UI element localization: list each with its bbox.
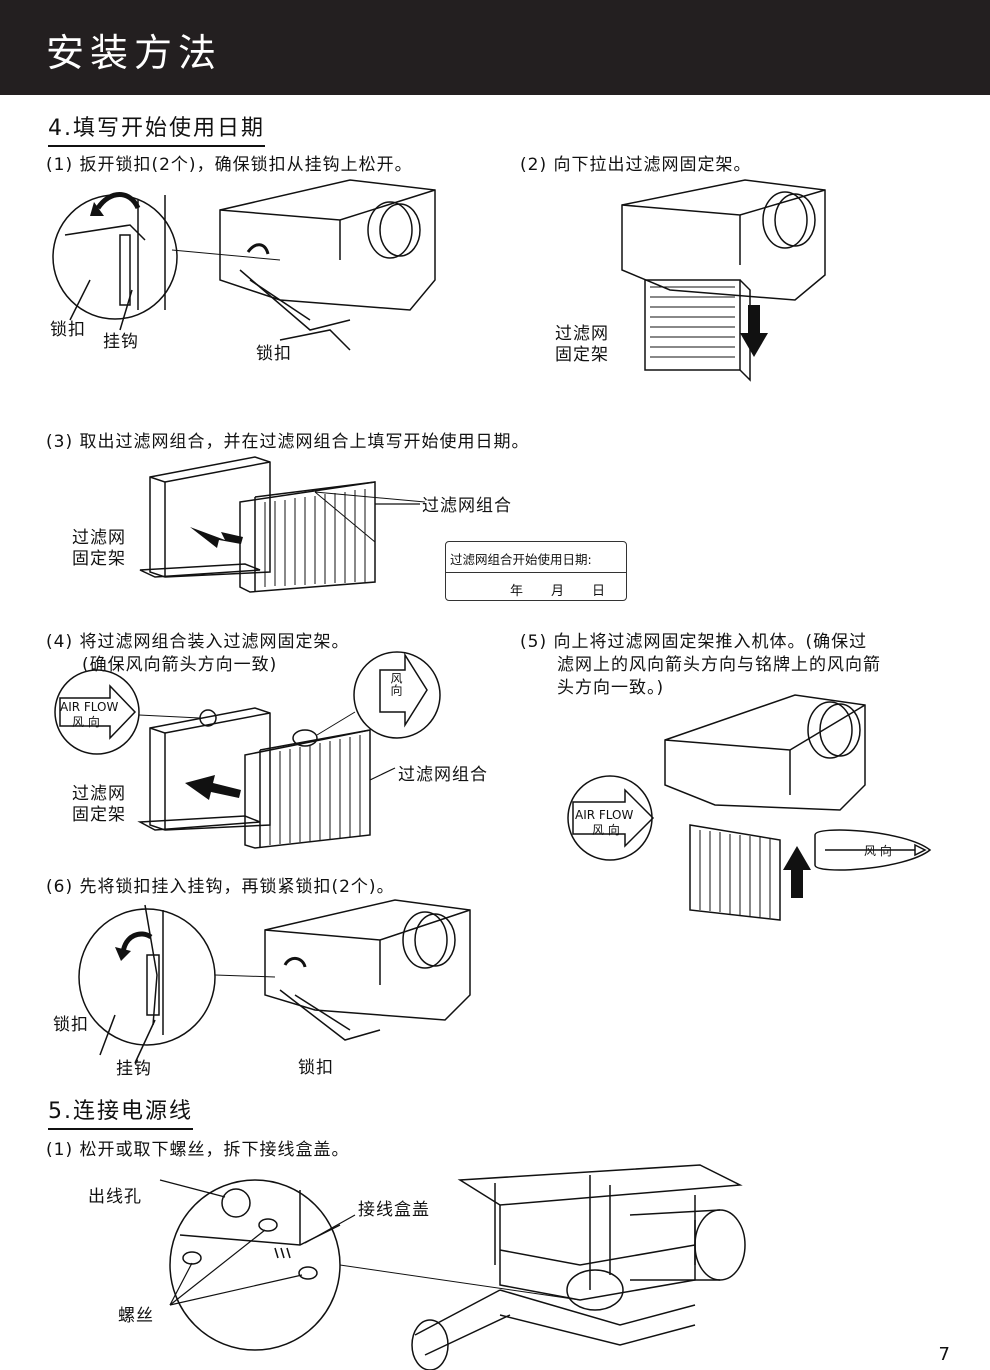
step-5-arrow-cn: 风 向 bbox=[864, 844, 892, 858]
step-5-airflow-cn: 风 向 bbox=[592, 823, 620, 837]
step-3-frame-label-line-1: 过滤网 bbox=[72, 528, 126, 548]
step-3-illustration bbox=[139, 456, 426, 593]
page-title: 安装方法 bbox=[46, 31, 223, 75]
step-5-text-1: (5) 向上将过滤网固定架推入机体。(确保过 bbox=[520, 632, 868, 652]
step-4-airflow-cn: 风 向 bbox=[72, 715, 100, 729]
date-box-header: 过滤网组合开始使用日期: bbox=[446, 542, 626, 573]
section-5-illustration bbox=[159, 1164, 746, 1370]
step-6-hook-label: 挂钩 bbox=[116, 1059, 152, 1079]
step-4-frame-label-line-1: 过滤网 bbox=[72, 784, 126, 804]
step-1-text: (1) 扳开锁扣(2个)，确保锁扣从挂钩上松开。 bbox=[46, 155, 413, 175]
step-3-text: (3) 取出过滤网组合，并在过滤网组合上填写开始使用日期。 bbox=[46, 432, 530, 452]
step-3-frame-label: 过滤网 固定架 bbox=[72, 528, 126, 570]
step-4-airflow-en: AIR FLOW bbox=[60, 700, 119, 714]
step-1-hook-label: 挂钩 bbox=[103, 332, 139, 352]
step-6-text: (6) 先将锁扣挂入挂钩，再锁紧锁扣(2个)。 bbox=[46, 877, 395, 897]
step-5-text-2: 滤网上的风向箭头方向与铭牌上的风向箭 bbox=[557, 655, 881, 675]
step-2-frame-label-line-1: 过滤网 bbox=[555, 324, 609, 344]
date-month-label: 月 bbox=[551, 584, 565, 599]
date-box-title: 过滤网组合开始使用日期: bbox=[450, 552, 592, 567]
step-3-assembly-label: 过滤网组合 bbox=[422, 496, 512, 516]
step-4-illustration bbox=[54, 651, 441, 849]
step-4-frame-label: 过滤网 固定架 bbox=[72, 784, 126, 826]
section-5-step-1-text: (1) 松开或取下螺丝，拆下接线盒盖。 bbox=[46, 1140, 350, 1160]
junction-box-cover-label: 接线盒盖 bbox=[358, 1200, 430, 1220]
section-5-title: 5.连接电源线 bbox=[48, 1093, 193, 1130]
step-4-arrow-cn: 风向 bbox=[389, 672, 403, 696]
step-5-text-3: 头方向一致。) bbox=[557, 678, 665, 698]
step-6-lock-label-2: 锁扣 bbox=[298, 1058, 334, 1078]
date-box: 过滤网组合开始使用日期: 年 月 日 bbox=[445, 541, 627, 601]
page-header bbox=[0, 0, 990, 95]
date-year-label: 年 bbox=[510, 584, 524, 599]
step-2-frame-label: 过滤网 固定架 bbox=[555, 324, 609, 366]
step-5-illustration bbox=[567, 694, 932, 921]
screw-label: 螺丝 bbox=[118, 1306, 154, 1326]
step-4-text-1: (4) 将过滤网组合装入过滤网固定架。 bbox=[46, 632, 350, 652]
step-2-illustration bbox=[621, 179, 826, 382]
step-1-lock-label-2: 锁扣 bbox=[256, 344, 292, 364]
step-4-assembly-label: 过滤网组合 bbox=[398, 765, 488, 785]
step-1-illustration bbox=[52, 179, 436, 351]
step-6-lock-label: 锁扣 bbox=[53, 1015, 89, 1035]
step-2-text: (2) 向下拉出过滤网固定架。 bbox=[520, 155, 752, 175]
page-number: 7 bbox=[938, 1344, 950, 1365]
outlet-hole-label: 出线孔 bbox=[88, 1187, 142, 1207]
step-4-frame-label-line-2: 固定架 bbox=[72, 805, 126, 825]
step-2-frame-label-line-2: 固定架 bbox=[555, 345, 609, 365]
step-4-text-2: (确保风向箭头方向一致) bbox=[82, 655, 278, 675]
step-3-frame-label-line-2: 固定架 bbox=[72, 549, 126, 569]
date-day-label: 日 bbox=[592, 584, 606, 599]
section-4-title: 4.填写开始使用日期 bbox=[48, 110, 265, 147]
date-box-fields: 年月日 bbox=[510, 580, 633, 599]
step-1-lock-label: 锁扣 bbox=[50, 320, 86, 340]
step-5-airflow-en: AIR FLOW bbox=[575, 808, 634, 822]
step-6-illustration bbox=[78, 899, 471, 1064]
